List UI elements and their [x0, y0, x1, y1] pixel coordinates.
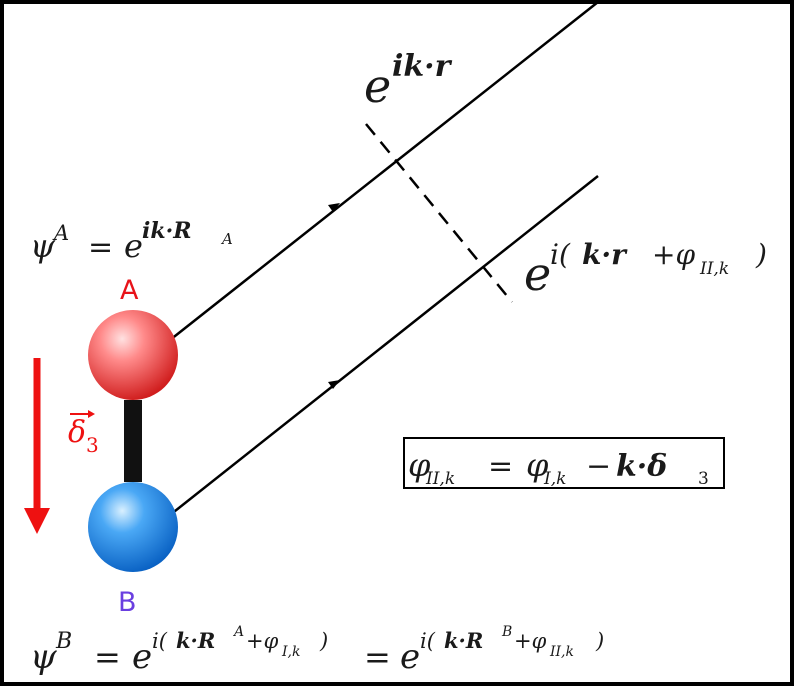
ray-a-arrowhead	[328, 203, 340, 212]
svg-text:II,k: II,k	[549, 644, 574, 660]
svg-text:+φ: +φ	[514, 629, 547, 653]
boxed-phase-relation: φ II,k = φ I,k − k·δ 3	[403, 437, 725, 489]
relation-box	[403, 437, 725, 489]
delta-symbol: δ	[68, 415, 86, 450]
svg-text:A: A	[232, 624, 244, 640]
svg-text:e: e	[400, 637, 420, 677]
psi-b-equation: ψ B = e i( k·R A +φ I,k ) = e i( k·R B +…	[30, 624, 604, 677]
svg-text:ψ: ψ	[30, 637, 57, 677]
svg-text:): )	[755, 238, 767, 271]
delta-subscript: 3	[86, 433, 99, 457]
wave-ray-b	[169, 175, 599, 516]
atom-bond	[124, 400, 142, 482]
plane-wave-label: e ik·r	[364, 49, 453, 113]
svg-text:ik·r: ik·r	[392, 49, 453, 84]
svg-text:ik·R: ik·R	[142, 218, 192, 244]
delta-vector-arrowhead	[24, 508, 50, 534]
svg-text:=: =	[488, 449, 513, 484]
svg-text:II,k: II,k	[425, 469, 455, 489]
svg-text:k·R: k·R	[444, 628, 483, 653]
svg-text:k·δ: k·δ	[616, 449, 667, 484]
svg-text:e: e	[524, 247, 551, 301]
svg-text:): )	[595, 629, 604, 653]
wave-ray-a	[169, 1, 599, 341]
svg-text:ψ: ψ	[30, 227, 56, 265]
svg-text:A: A	[52, 221, 69, 245]
svg-text:=: =	[364, 638, 391, 676]
svg-text:i(: i(	[152, 629, 168, 653]
svg-text:φ: φ	[526, 446, 549, 484]
svg-text:e: e	[364, 59, 391, 113]
atom-a-label: A	[120, 275, 139, 306]
atom-a-sphere	[88, 310, 178, 400]
svg-text:=: =	[88, 230, 113, 265]
svg-text:i(: i(	[420, 629, 436, 653]
svg-text:B: B	[501, 624, 512, 640]
psi-a-equation: ψ A = e ik·R A	[30, 218, 233, 265]
atom-b-label: B	[118, 587, 137, 618]
svg-text:A: A	[220, 230, 233, 248]
svg-text:3: 3	[698, 469, 709, 489]
svg-text:I,k: I,k	[543, 469, 566, 489]
svg-text:B: B	[55, 629, 72, 654]
svg-text:k·R: k·R	[176, 628, 215, 653]
ray-b-arrowhead	[328, 380, 340, 389]
svg-text:e: e	[124, 227, 143, 265]
svg-text:+φ: +φ	[652, 238, 695, 271]
svg-text:II,k: II,k	[699, 259, 729, 279]
svg-text:e: e	[132, 637, 152, 677]
svg-text:): )	[319, 629, 328, 653]
svg-text:i(: i(	[550, 238, 571, 271]
svg-text:=: =	[94, 638, 121, 676]
phase-wave-label: e i( k·r +φ II,k )	[524, 238, 767, 301]
delta-vector-label: δ 3	[68, 410, 99, 457]
wavefront-dashed-line	[365, 123, 513, 303]
svg-text:k·r: k·r	[582, 238, 628, 271]
svg-text:φ: φ	[408, 446, 431, 484]
svg-text:I,k: I,k	[281, 644, 300, 660]
atom-b-sphere	[88, 482, 178, 572]
svg-text:+φ: +φ	[246, 629, 279, 653]
svg-text:−: −	[586, 449, 611, 484]
